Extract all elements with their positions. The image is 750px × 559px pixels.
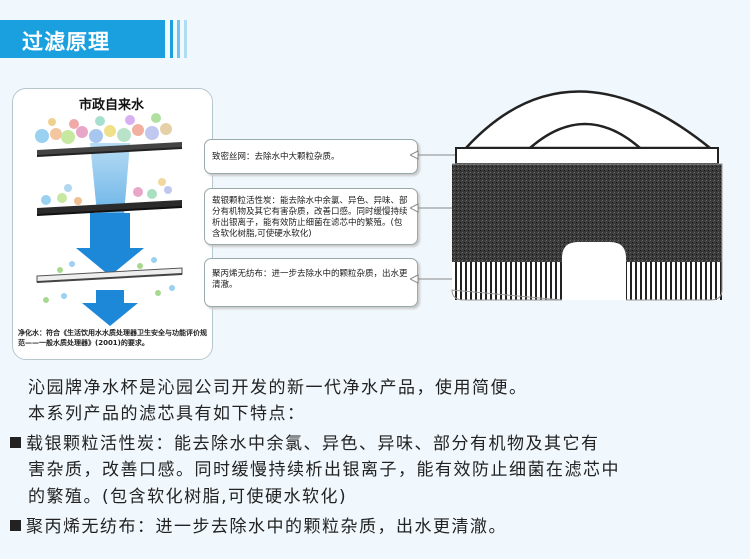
description-line: 本系列产品的滤芯具有如下特点： — [28, 404, 306, 424]
feature-text: 聚丙烯无纺布：进一步去除水中的颗粒杂质，出水更清澈。 — [26, 517, 507, 537]
purified-water-note: 净化水：符合《生活饮用水水质处理器卫生安全与功能评价规范——一般水质处理器》(2… — [18, 329, 207, 347]
filter-cartridge-illustration — [410, 90, 723, 301]
filtration-stages-illustration — [35, 113, 183, 326]
callout-nonwoven: 聚丙烯无纺布：进一步去除水中的颗粒杂质，出水更清澈。 — [204, 258, 418, 307]
callout-text: 载银颗粒活性炭：能去除水中余氯、异色、异味、部分有机物及其它有害杂质，改善口感。… — [212, 196, 408, 239]
feature-item-carbon-cont: 的繁殖。(包含软化树脂,可使硬水软化) — [28, 487, 348, 507]
cartridge-mesh-band — [455, 147, 719, 165]
feature-text: 载银颗粒活性炭：能去除水中余氯、异色、异味、部分有机物及其它有 — [26, 434, 600, 454]
carbon-layer — [37, 200, 182, 215]
header-stripe — [184, 20, 187, 58]
feature-item-carbon: 载银颗粒活性炭：能去除水中余氯、异色、异味、部分有机物及其它有 — [10, 431, 600, 457]
bullet-square-icon — [10, 520, 21, 531]
header-stripe — [177, 20, 180, 58]
impurity-particles — [41, 178, 172, 205]
mesh-layer — [37, 142, 182, 156]
callout-text: 聚丙烯无纺布：进一步去除水中的颗粒杂质，出水更清澈。 — [212, 269, 408, 290]
callout-carbon: 载银颗粒活性炭：能去除水中余氯、异色、异味、部分有机物及其它有害杂质，改善口感。… — [204, 188, 418, 245]
callout-text: 致密丝网：去除水中大颗粒杂质。 — [212, 152, 340, 162]
description-line: 沁园牌净水杯是沁园公司开发的新一代净水产品，使用简便。 — [28, 378, 528, 398]
callout-mesh: 致密丝网：去除水中大颗粒杂质。 — [204, 139, 418, 174]
flow-arrow-icon — [76, 213, 144, 276]
section-header-bar — [0, 20, 165, 58]
feature-item-carbon-cont: 害杂质，改善口感。同时缓慢持续析出银离子，能有效防止细菌在滤芯中 — [28, 460, 620, 480]
impurity-particles — [35, 113, 172, 144]
bullet-square-icon — [10, 437, 21, 448]
cartridge-dome — [463, 90, 714, 150]
feature-item-nonwoven: 聚丙烯无纺布：进一步去除水中的颗粒杂质，出水更清澈。 — [10, 514, 507, 540]
flow-arrow-icon — [82, 290, 138, 326]
panel-title: 市政自来水 — [78, 98, 144, 113]
section-title: 过滤原理 — [22, 30, 110, 54]
header-stripe — [170, 20, 173, 58]
impurity-particles — [43, 257, 175, 303]
cartridge-outlet — [562, 242, 626, 300]
